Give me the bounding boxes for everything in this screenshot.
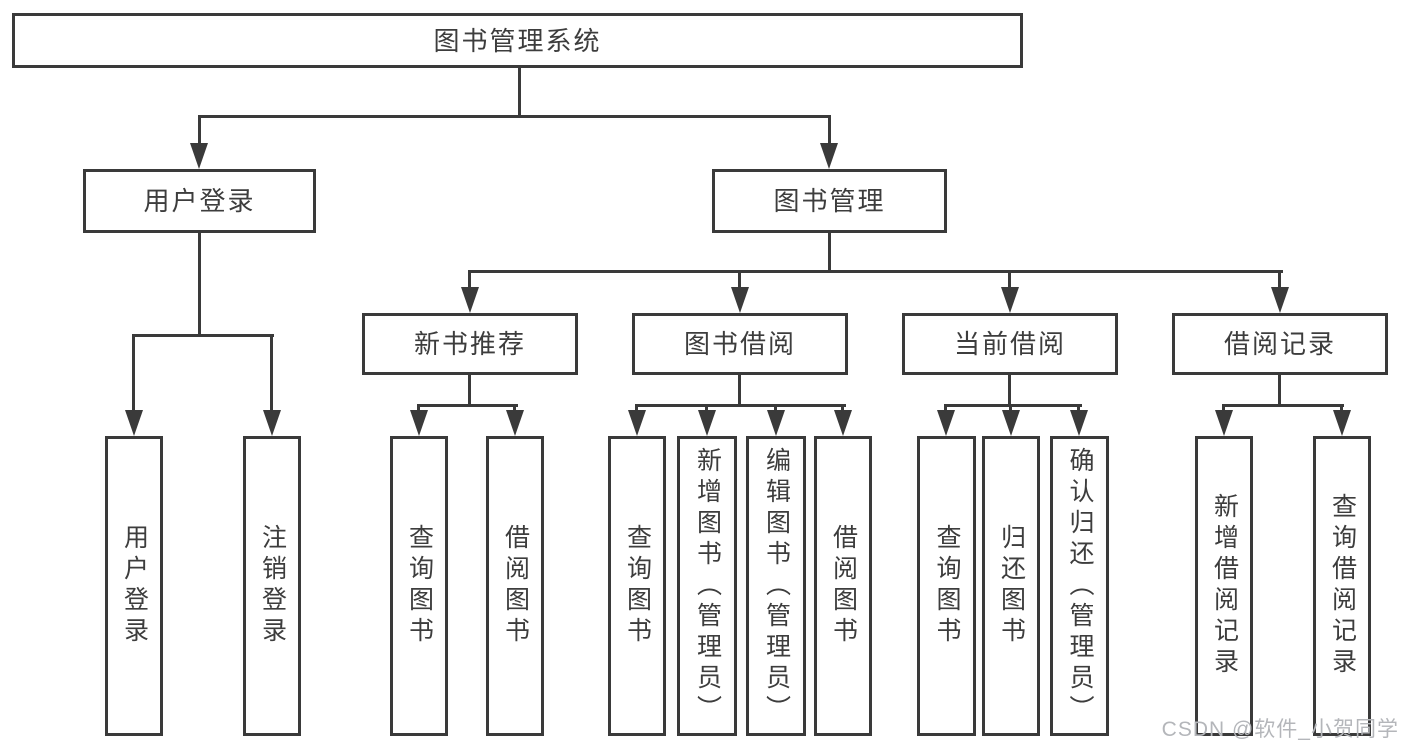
connector-root-rail [198, 115, 831, 118]
node-book-borrow: 图书借阅 [632, 313, 848, 375]
connector-to-borrow-records-shaft [1278, 272, 1281, 290]
arrowhead-to-current-borrow [1001, 287, 1019, 313]
node-borrow-records: 借阅记录 [1172, 313, 1388, 375]
connector-root-stem [518, 68, 521, 117]
leaf-return-books: 归还图书 [982, 436, 1040, 736]
arrowhead-to-new-book [461, 287, 479, 313]
connector-book-management-rail [468, 270, 1283, 273]
connector-to-leaf-user-login-shaft [132, 336, 135, 412]
arrowhead-to-leaf-query-books-2 [628, 410, 646, 436]
connector-book-borrow-stem [738, 375, 741, 407]
arrowhead-to-borrow-records [1271, 287, 1289, 313]
connector-user-login-stem [198, 233, 201, 337]
connector-user-login-rail [132, 334, 274, 337]
leaf-edit-books-admin: 编辑图书（管理员） [746, 436, 806, 736]
arrowhead-to-leaf-confirm-return [1070, 410, 1088, 436]
connector-current-borrow-rail [944, 404, 1082, 407]
arrowhead-to-book-borrow [731, 287, 749, 313]
leaf-confirm-return-admin: 确认归还（管理员） [1050, 436, 1109, 736]
arrowhead-to-leaf-query-books-1 [410, 410, 428, 436]
leaf-user-login: 用户登录 [105, 436, 163, 736]
arrowhead-to-leaf-borrow-books-1 [506, 410, 524, 436]
leaf-query-books-1: 查询图书 [390, 436, 448, 736]
leaf-logout-login: 注销登录 [243, 436, 301, 736]
leaf-query-books-2: 查询图书 [608, 436, 666, 736]
node-root-library-system: 图书管理系统 [12, 13, 1023, 68]
leaf-borrow-books-2: 借阅图书 [814, 436, 872, 736]
node-book-management: 图书管理 [712, 169, 947, 233]
connector-new-book-stem [468, 375, 471, 407]
leaf-query-borrow-record: 查询借阅记录 [1313, 436, 1371, 736]
arrowhead-to-leaf-add-borrow-record [1215, 410, 1233, 436]
connector-book-management-stem [828, 233, 831, 272]
leaf-add-books-admin: 新增图书（管理员） [677, 436, 737, 736]
arrowhead-to-leaf-user-login [125, 410, 143, 436]
connector-to-new-book-shaft [468, 272, 471, 290]
connector-book-borrow-rail [635, 404, 846, 407]
arrowhead-to-leaf-logout [263, 410, 281, 436]
arrowhead-to-leaf-add-books [698, 410, 716, 436]
connector-to-leaf-logout-shaft [270, 336, 273, 412]
node-new-book-recommend: 新书推荐 [362, 313, 578, 375]
connector-current-borrow-stem [1008, 375, 1011, 407]
connector-new-book-rail [417, 404, 518, 407]
leaf-query-books-3: 查询图书 [917, 436, 976, 736]
arrowhead-to-book-management [820, 143, 838, 169]
connector-borrow-records-rail [1222, 404, 1344, 407]
arrowhead-to-user-login [190, 143, 208, 169]
arrowhead-to-leaf-return-books [1002, 410, 1020, 436]
node-current-borrow: 当前借阅 [902, 313, 1118, 375]
node-user-login: 用户登录 [83, 169, 316, 233]
arrowhead-to-leaf-query-books-3 [937, 410, 955, 436]
arrowhead-to-leaf-edit-books [767, 410, 785, 436]
arrowhead-to-leaf-query-borrow-record [1333, 410, 1351, 436]
leaf-add-borrow-record: 新增借阅记录 [1195, 436, 1253, 736]
connector-borrow-records-stem [1278, 375, 1281, 407]
arrowhead-to-leaf-borrow-books-2 [834, 410, 852, 436]
connector-to-user-login-shaft [198, 117, 201, 147]
connector-to-book-management-shaft [828, 117, 831, 147]
watermark: CSDN @软件_小贺同学 [1161, 718, 1399, 741]
connector-to-book-borrow-shaft [738, 272, 741, 290]
connector-to-current-borrow-shaft [1008, 272, 1011, 290]
leaf-borrow-books-1: 借阅图书 [486, 436, 544, 736]
